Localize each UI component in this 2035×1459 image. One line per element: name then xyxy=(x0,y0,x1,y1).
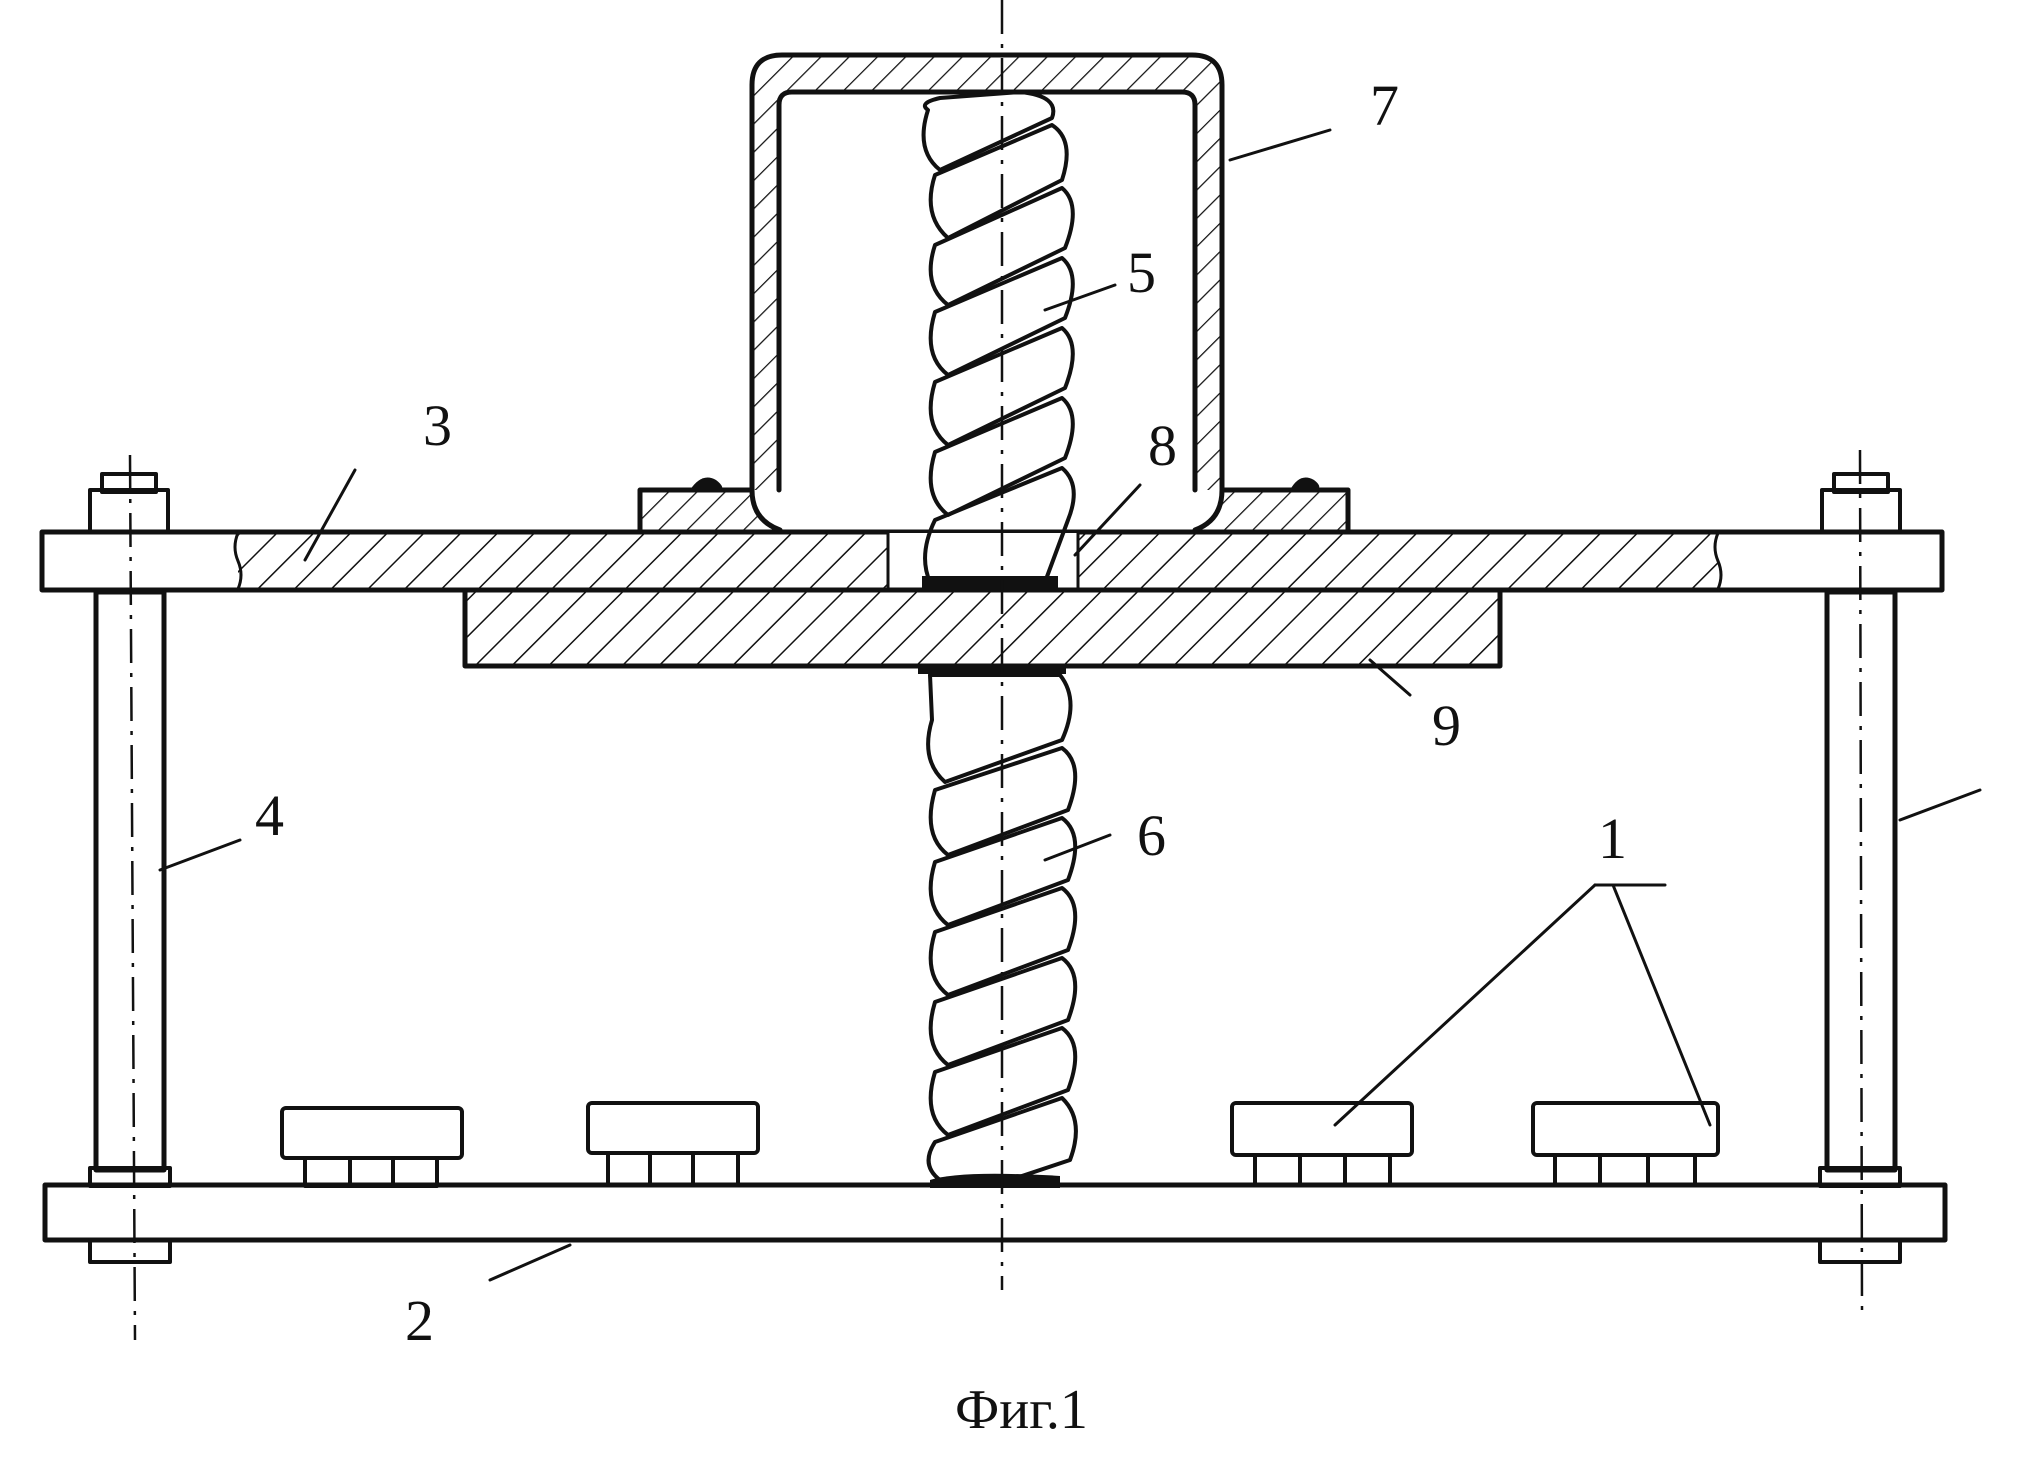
component-1 xyxy=(282,1108,462,1186)
label-5: 5 xyxy=(1127,240,1156,305)
label-3: 3 xyxy=(423,393,452,458)
component-2 xyxy=(588,1103,758,1185)
upper-spring xyxy=(922,92,1074,588)
bottom-plate xyxy=(45,1185,1945,1240)
right-stud xyxy=(1820,450,1900,1310)
label-7: 7 xyxy=(1370,73,1399,138)
label-6: 6 xyxy=(1137,803,1166,868)
spring-cap xyxy=(640,55,1348,530)
component-3 xyxy=(1232,1103,1412,1185)
component-4 xyxy=(1533,1103,1718,1185)
label-9: 9 xyxy=(1432,693,1461,758)
label-4: 4 xyxy=(255,783,284,848)
lower-spring xyxy=(918,664,1076,1188)
figure-caption: Фиг.1 xyxy=(955,1379,1088,1441)
clamp-plate xyxy=(465,590,1500,666)
label-2: 2 xyxy=(405,1288,434,1353)
label-1: 1 xyxy=(1598,806,1627,871)
label-8: 8 xyxy=(1148,413,1177,478)
